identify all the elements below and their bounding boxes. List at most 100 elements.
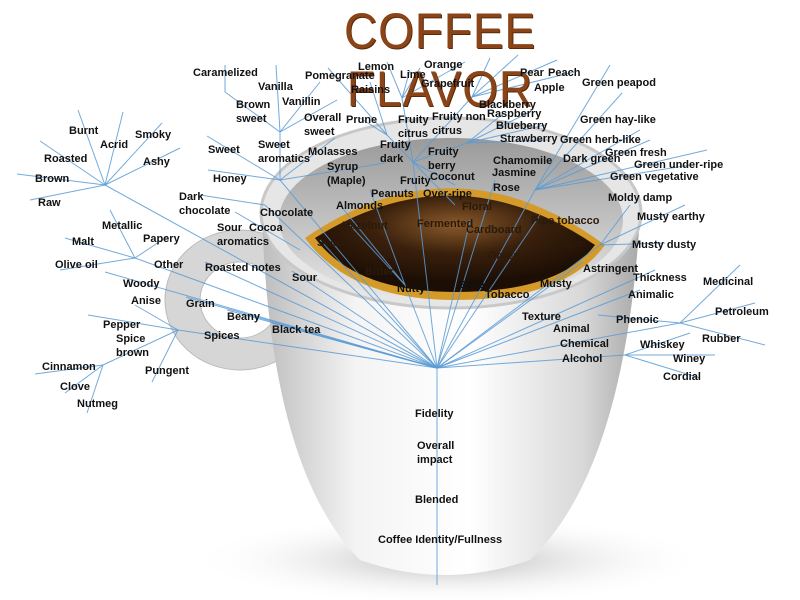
flavor-label-ashy: Ashy [143, 156, 170, 168]
flavor-label-fruity-non-citrus: Fruity non citrus [432, 111, 486, 137]
flavor-label-texture: Texture [522, 311, 561, 323]
flavor-label-blended: Blended [415, 494, 459, 506]
branch-line [177, 329, 438, 369]
branch-line [412, 142, 468, 163]
flavor-label-medicinal: Medicinal [703, 276, 754, 288]
branch-line [466, 111, 531, 144]
flavor-label-nutmeg: Nutmeg [77, 398, 118, 410]
branch-line [466, 112, 505, 144]
branch-line [471, 59, 558, 98]
flavor-label-musty-earthy: Musty earthy [637, 211, 705, 223]
branch-line [401, 61, 466, 99]
flavor-label-honey: Honey [213, 173, 247, 185]
branch-line [466, 139, 549, 144]
branch-line [404, 284, 438, 369]
flavor-label-roasted-notes: Roasted notes [205, 262, 281, 274]
flavor-label-rubber: Rubber [702, 333, 741, 345]
flavor-label-pipe-tobacco: Pipe tobacco [531, 215, 600, 227]
flavor-label-animal: Animal [553, 323, 590, 335]
branch-line [679, 264, 741, 324]
branch-line [234, 211, 301, 251]
branch-line [29, 184, 106, 201]
flavor-label-green-fresh: Green fresh [605, 147, 667, 159]
branch-line [349, 224, 406, 286]
branch-line [207, 169, 281, 181]
flavor-label-cardboard: Cardboard [466, 224, 522, 236]
flavor-label-anise: Anise [131, 295, 161, 307]
flavor-label-petroleum: Petroleum [715, 306, 769, 318]
branch-line [471, 54, 519, 98]
branch-line [679, 302, 756, 324]
branch-line [134, 235, 169, 259]
branch-line [436, 244, 601, 369]
flavor-label-spices: Spices [204, 330, 240, 342]
branch-line [59, 257, 136, 271]
branch-line [436, 219, 471, 369]
page-title: COFFEE FLAVOR [343, 3, 537, 117]
flavor-label-papery: Papery [143, 233, 180, 245]
branch-line [279, 81, 321, 133]
flavor-label-green-herb-like: Green herb-like [560, 134, 641, 146]
flavor-label-cigar: Cigar [556, 238, 585, 250]
flavor-label-fidelity: Fidelity [415, 408, 454, 420]
branch-line [471, 71, 575, 98]
flavor-label-musty: Musty [540, 278, 572, 290]
flavor-label-green-under-ripe: Green under-ripe [634, 159, 724, 171]
branch-line [436, 322, 681, 369]
branch-line [271, 322, 438, 369]
flavor-label-blueberry: Blueberry [496, 120, 548, 132]
flavor-label-malt: Malt [72, 236, 94, 248]
flavor-label-dark-green: Dark green [563, 153, 621, 165]
branch-line [291, 270, 438, 369]
coffee-surface [315, 195, 595, 292]
branch-line [412, 96, 473, 163]
flavor-label-fruity: Fruity [400, 175, 431, 187]
flavor-label-syrup-maple: Syrup (Maple) [327, 161, 366, 187]
branch-line [679, 322, 766, 346]
flavor-label-floral: Floral [462, 201, 492, 213]
flavor-label-woody: Woody [123, 278, 160, 290]
branch-line [412, 161, 456, 186]
flavor-label-tobacco: Tobacco [485, 289, 530, 301]
branch-line [534, 129, 641, 191]
branch-line [599, 204, 686, 246]
flavor-label-green: Green [488, 250, 520, 262]
branch-line [401, 69, 411, 99]
branch-line [319, 239, 438, 369]
flavor-label-jasmine: Jasmine [492, 167, 537, 179]
branch-line [436, 261, 584, 369]
flavor-label-sour-aromatics: Sour aromatics [217, 222, 269, 248]
branch-line [34, 364, 104, 375]
flavor-label-sweet: Sweet [317, 237, 349, 249]
flavor-label-phenoic: Phenoic [616, 314, 659, 326]
branch-line [275, 64, 281, 133]
flavor-label-raisins: Raisins [351, 84, 391, 96]
branch-line [134, 257, 438, 369]
branch-line [412, 161, 456, 206]
flavor-label-peach: Peach [548, 67, 581, 79]
flavor-label-overall-sweet: Overall sweet [304, 112, 342, 138]
flavor-label-dark-chocolate: Dark chocolate [179, 191, 231, 217]
branch-line [279, 137, 336, 181]
flavor-label-smoky: Smoky [135, 129, 172, 141]
branch-line [204, 261, 438, 369]
branch-line [471, 57, 491, 98]
flavor-label-burnt: Burnt [69, 125, 99, 137]
branch-line [87, 314, 179, 331]
branch-line [359, 117, 388, 136]
flavor-label-pungent: Pungent [145, 365, 189, 377]
flavor-label-strawberry: Strawberry [500, 133, 558, 145]
flavor-label-raw: Raw [38, 197, 61, 209]
flavor-label-molasses: Molasses [308, 146, 358, 158]
flavor-label-blackberry: Blackberry [479, 99, 536, 111]
branch-line [64, 364, 104, 394]
branch-line [401, 97, 414, 163]
flavor-label-brown-sweet: Brown sweet [236, 99, 271, 125]
branch-line [534, 64, 611, 191]
flavor-label-astringent: Astringent [583, 263, 638, 275]
flavor-label-olive-oil: Olive oil [55, 259, 98, 271]
branch-line [369, 189, 406, 286]
flavor-label-animalic: Animalic [628, 289, 674, 301]
flavor-label-thickness: Thickness [633, 272, 687, 284]
